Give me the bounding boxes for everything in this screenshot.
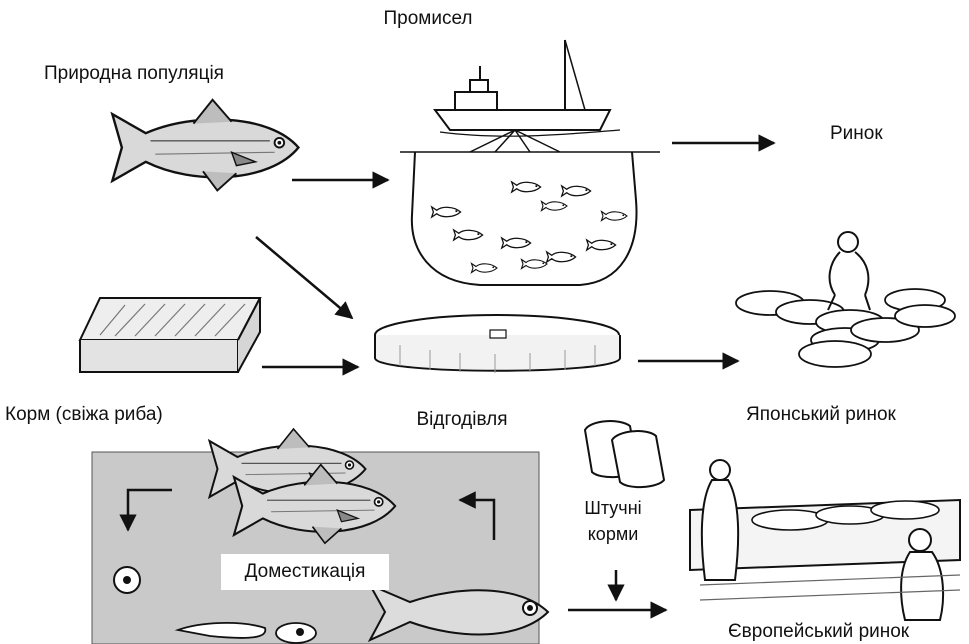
label-fishery: Промисел [384,9,473,28]
feed-crate-icon [80,298,260,372]
label-fattening: Відгодівля [417,410,508,429]
arrow-wild-to-fattening [256,237,352,318]
egg-icon [114,567,140,593]
european-market-icon [690,460,960,620]
japanese-market-icon [736,232,955,367]
purse-seine-net-icon [400,130,660,285]
fattening-pen-icon [375,315,620,373]
label-european-market: Європейський ринок [728,622,909,641]
label-artificial-feed: Штучні корми [584,495,641,547]
label-wild-population: Природна популяція [44,64,224,83]
label-domestication: Доместикація [221,554,389,590]
tuna-fish-icon [112,100,298,191]
label-japanese-market: Японський ринок [746,405,896,424]
label-market: Ринок [830,124,883,143]
feed-bags-icon [585,421,664,487]
label-artificial-feed-line2: корми [584,521,641,547]
label-feed-fresh-fish: Корм (свіжа риба) [5,405,163,424]
label-artificial-feed-line1: Штучні [584,495,641,521]
fishing-boat-icon [435,40,620,136]
